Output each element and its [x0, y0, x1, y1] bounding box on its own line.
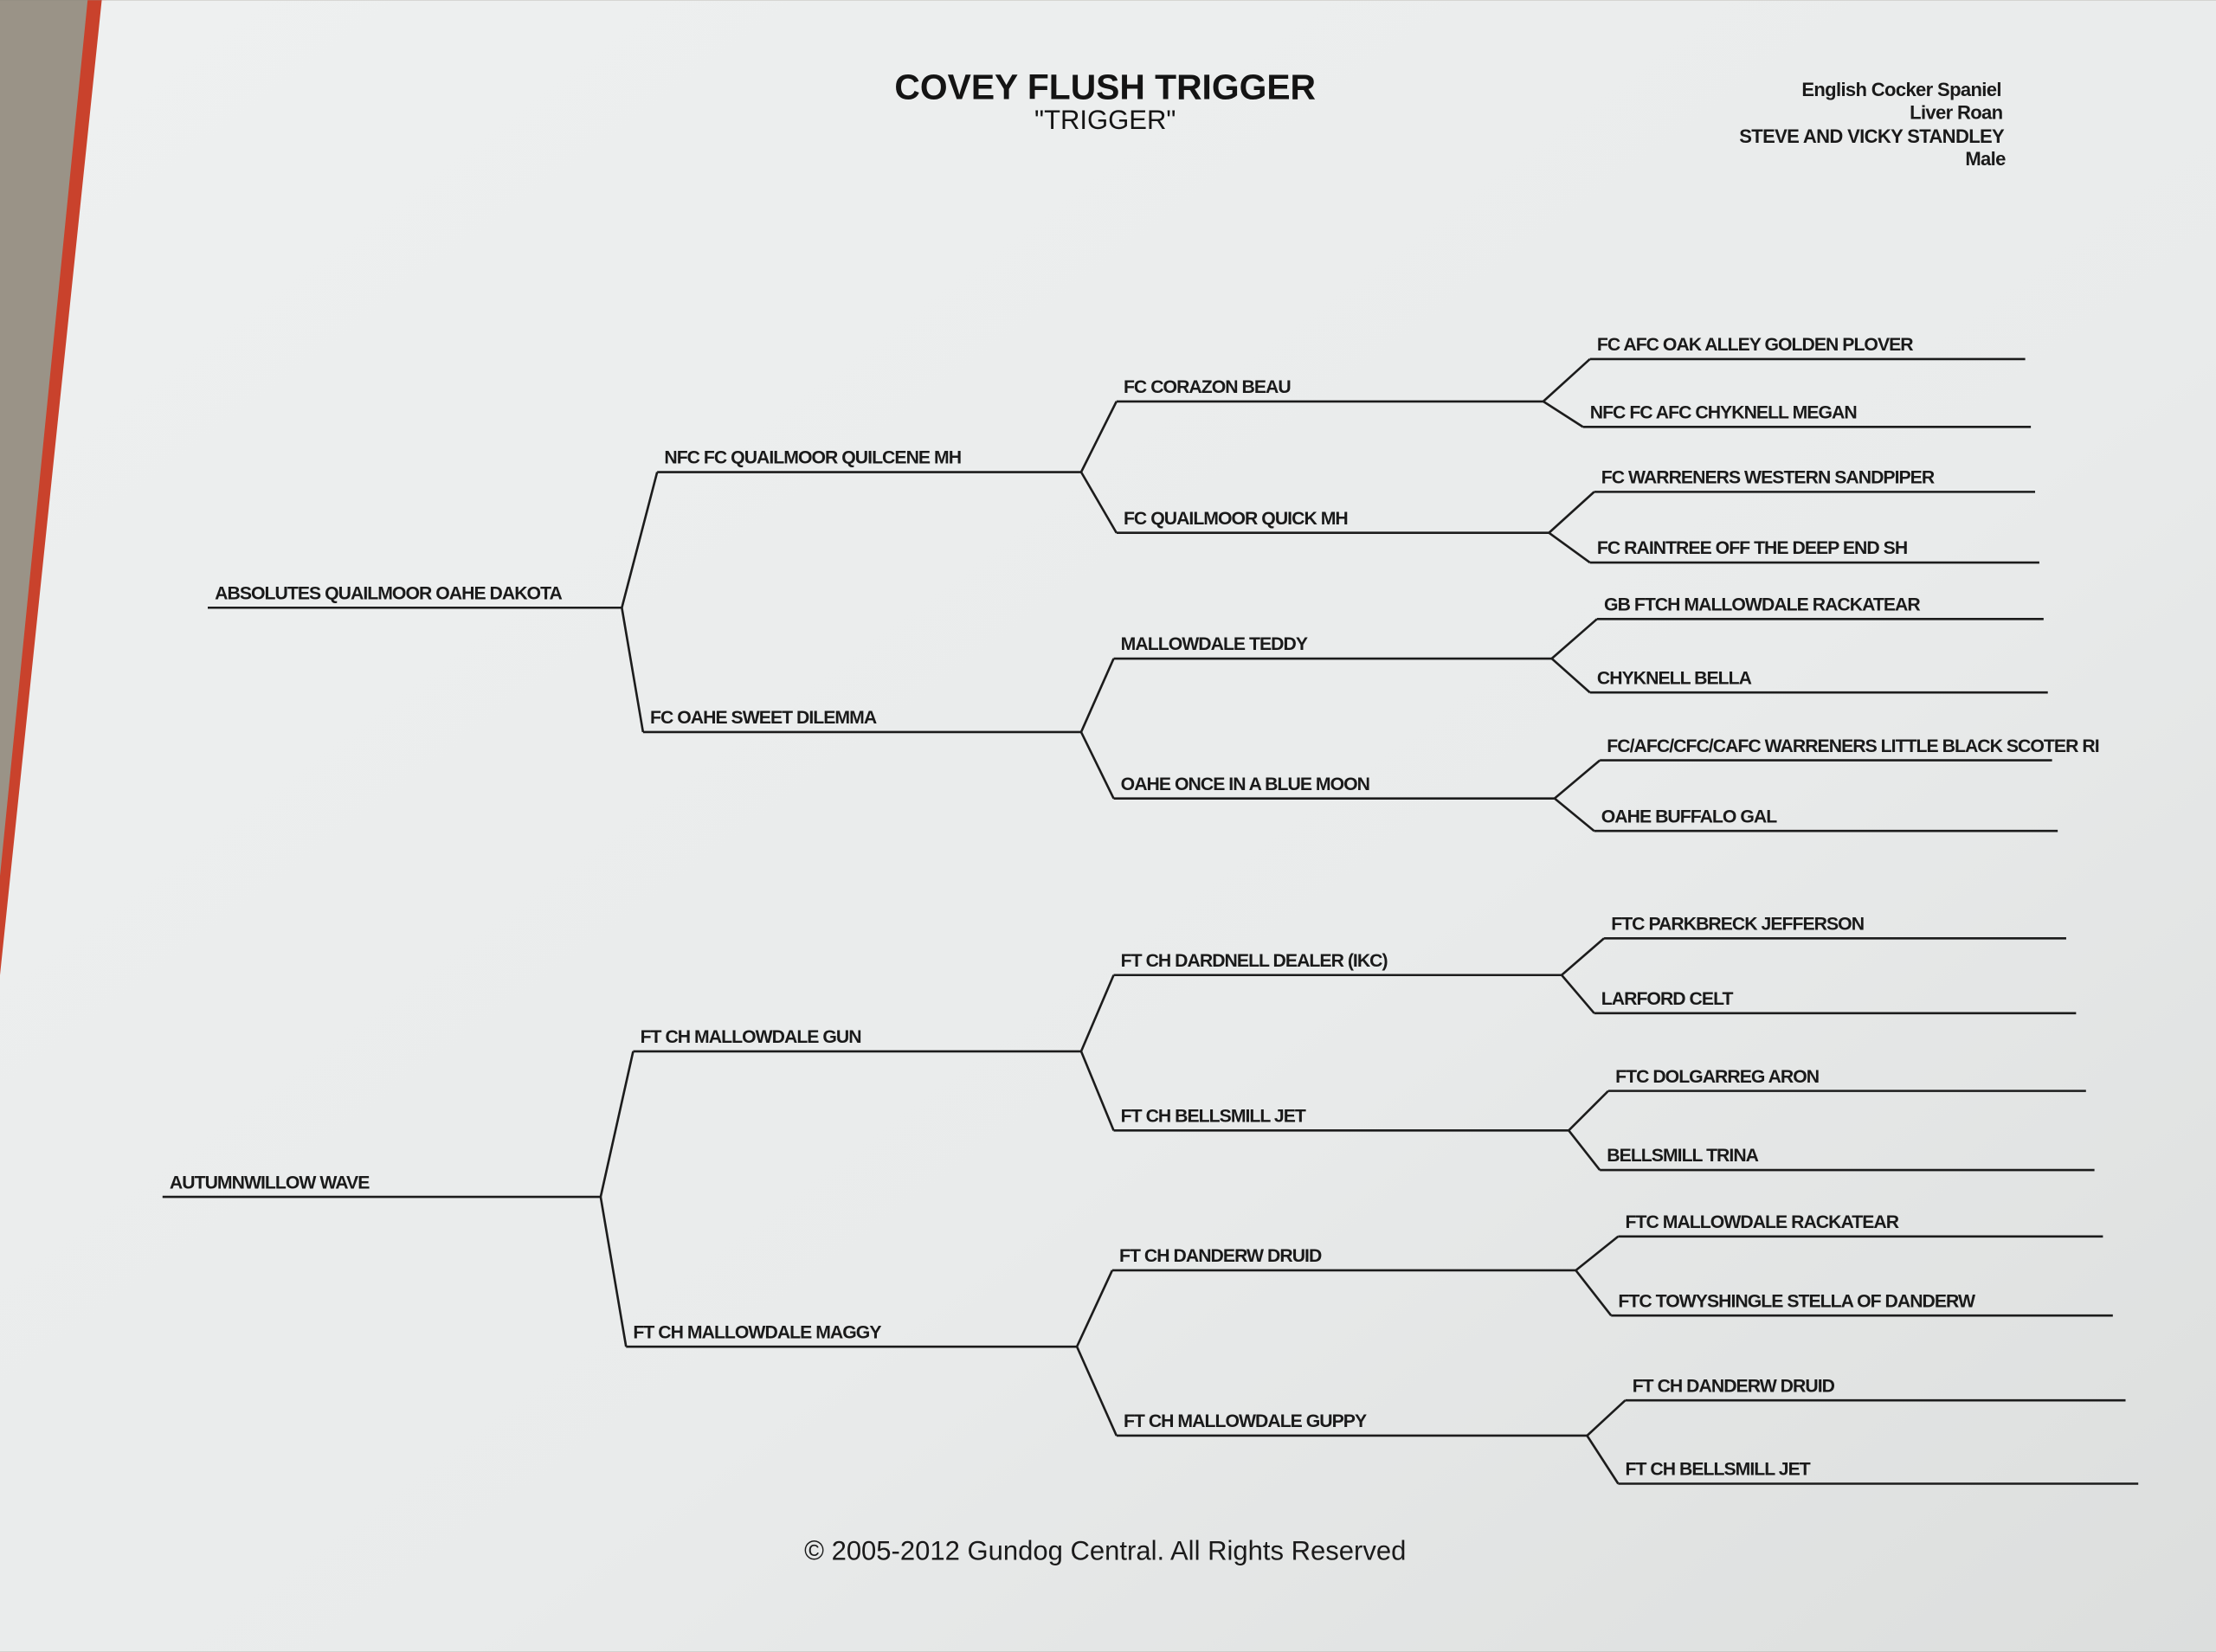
branch-connector — [1554, 759, 1601, 800]
gen4-ancestor-name: FTC MALLOWDALE RACKATEAR — [1626, 1212, 1899, 1232]
branch-connector — [1586, 1435, 1620, 1485]
gen4-ancestor-name: FC WARRENERS WESTERN SANDPIPER — [1601, 468, 1935, 488]
gen3-ancestor-name: FC CORAZON BEAU — [1124, 377, 1291, 397]
branch-connector — [1548, 491, 1595, 534]
gen4-ancestor-name: FT CH BELLSMILL JET — [1626, 1460, 1811, 1480]
gen4-ancestor-name: FTC TOWYSHINGLE STELLA OF DANDERW — [1618, 1291, 1975, 1311]
branch-connector — [1079, 1051, 1115, 1131]
copyright-notice: © 2005-2012 Gundog Central. All Rights R… — [804, 1536, 1406, 1566]
gen4-ancestor-name: BELLSMILL TRINA — [1607, 1146, 1758, 1166]
dog-info: English Cocker Spaniel Liver Roan STEVE … — [1739, 79, 2007, 170]
branch-connector — [1561, 937, 1605, 976]
pedigree-tree: ABSOLUTES QUAILMOOR OAHE DAKOTA AUTUMNWIL… — [162, 335, 2139, 1485]
call-name: "TRIGGER" — [1034, 105, 1176, 135]
sex: Male — [1965, 148, 2006, 170]
gen3-ancestor-name: FT CH BELLSMILL JET — [1121, 1107, 1306, 1127]
branch-connector — [1568, 1090, 1609, 1132]
branch-connector — [1568, 1129, 1601, 1171]
branch-connector — [599, 1196, 628, 1347]
gen2-ancestor-name: FT CH MALLOWDALE MAGGY — [633, 1322, 881, 1342]
branch-connector — [1079, 731, 1115, 800]
branch-connector — [1542, 357, 1591, 402]
gen3-ancestor-name: FT CH DARDNELL DEALER (IKC) — [1121, 951, 1388, 971]
color: Liver Roan — [1910, 101, 2003, 123]
gen2-ancestor-name: FT CH MALLOWDALE GUN — [641, 1027, 861, 1047]
branch-connector — [1079, 401, 1118, 473]
branch-connector — [1575, 1270, 1613, 1317]
gen3-ancestor-name: FT CH MALLOWDALE GUPPY — [1124, 1411, 1367, 1431]
gen3-ancestor-name: FC QUAILMOOR QUICK MH — [1124, 509, 1348, 529]
branch-connector — [1543, 400, 1584, 428]
branch-connector — [621, 472, 659, 608]
gen3-ancestor-name: MALLOWDALE TEDDY — [1121, 634, 1308, 654]
gen4-ancestor-name: OAHE BUFFALO GAL — [1601, 807, 1777, 826]
owner: STEVE AND VICKY STANDLEY — [1739, 125, 2005, 147]
gen4-ancestor-name: CHYKNELL BELLA — [1597, 668, 1752, 688]
gen3-ancestor-name: OAHE ONCE IN A BLUE MOON — [1121, 775, 1369, 794]
branch-connector — [1561, 974, 1595, 1014]
gen2-ancestor-name: NFC FC QUAILMOOR QUILCENE MH — [664, 448, 961, 468]
gen4-ancestor-name: FC AFC OAK ALLEY GOLDEN PLOVER — [1597, 335, 1913, 355]
branch-connector — [1548, 531, 1591, 564]
branch-connector — [1079, 471, 1118, 534]
branch-connector — [621, 607, 645, 733]
gen4-ancestor-name: FTC PARKBRECK JEFFERSON — [1611, 915, 1864, 935]
branch-connector — [599, 1051, 635, 1198]
branch-connector — [1079, 658, 1115, 733]
gen4-ancestor-name: LARFORD CELT — [1601, 989, 1734, 1009]
gen4-ancestor-name: NFC FC AFC CHYKNELL MEGAN — [1590, 402, 1857, 422]
gen4-ancestor-name: FT CH DANDERW DRUID — [1633, 1376, 1835, 1396]
branch-connector — [1550, 658, 1591, 694]
gen4-ancestor-name: FC RAINTREE OFF THE DEEP END SH — [1597, 538, 1907, 558]
gen4-ancestor-name: FC/AFC/CFC/CAFC WARRENERS LITTLE BLACK S… — [1607, 736, 2098, 756]
branch-connector — [1554, 797, 1595, 832]
branch-connector — [1550, 618, 1598, 660]
gen4-ancestor-name: FTC DOLGARREG ARON — [1615, 1067, 1819, 1087]
branch-connector — [1079, 974, 1115, 1052]
branch-connector — [1075, 1270, 1114, 1347]
gen2-ancestor-name: FC OAHE SWEET DILEMMA — [650, 708, 877, 728]
gen3-ancestor-name: FT CH DANDERW DRUID — [1119, 1246, 1322, 1266]
gen1-ancestor-name: ABSOLUTES QUAILMOOR OAHE DAKOTA — [215, 583, 562, 603]
breed: English Cocker Spaniel — [1801, 79, 2001, 100]
branch-connector — [1586, 1399, 1627, 1437]
gen4-ancestor-name: GB FTCH MALLOWDALE RACKATEAR — [1604, 595, 1920, 615]
dog-name-title: COVEY FLUSH TRIGGER — [894, 67, 1316, 107]
branch-connector — [1575, 1235, 1620, 1271]
branch-connector — [1075, 1346, 1118, 1437]
gen1-ancestor-name: AUTUMNWILLOW WAVE — [170, 1173, 370, 1192]
